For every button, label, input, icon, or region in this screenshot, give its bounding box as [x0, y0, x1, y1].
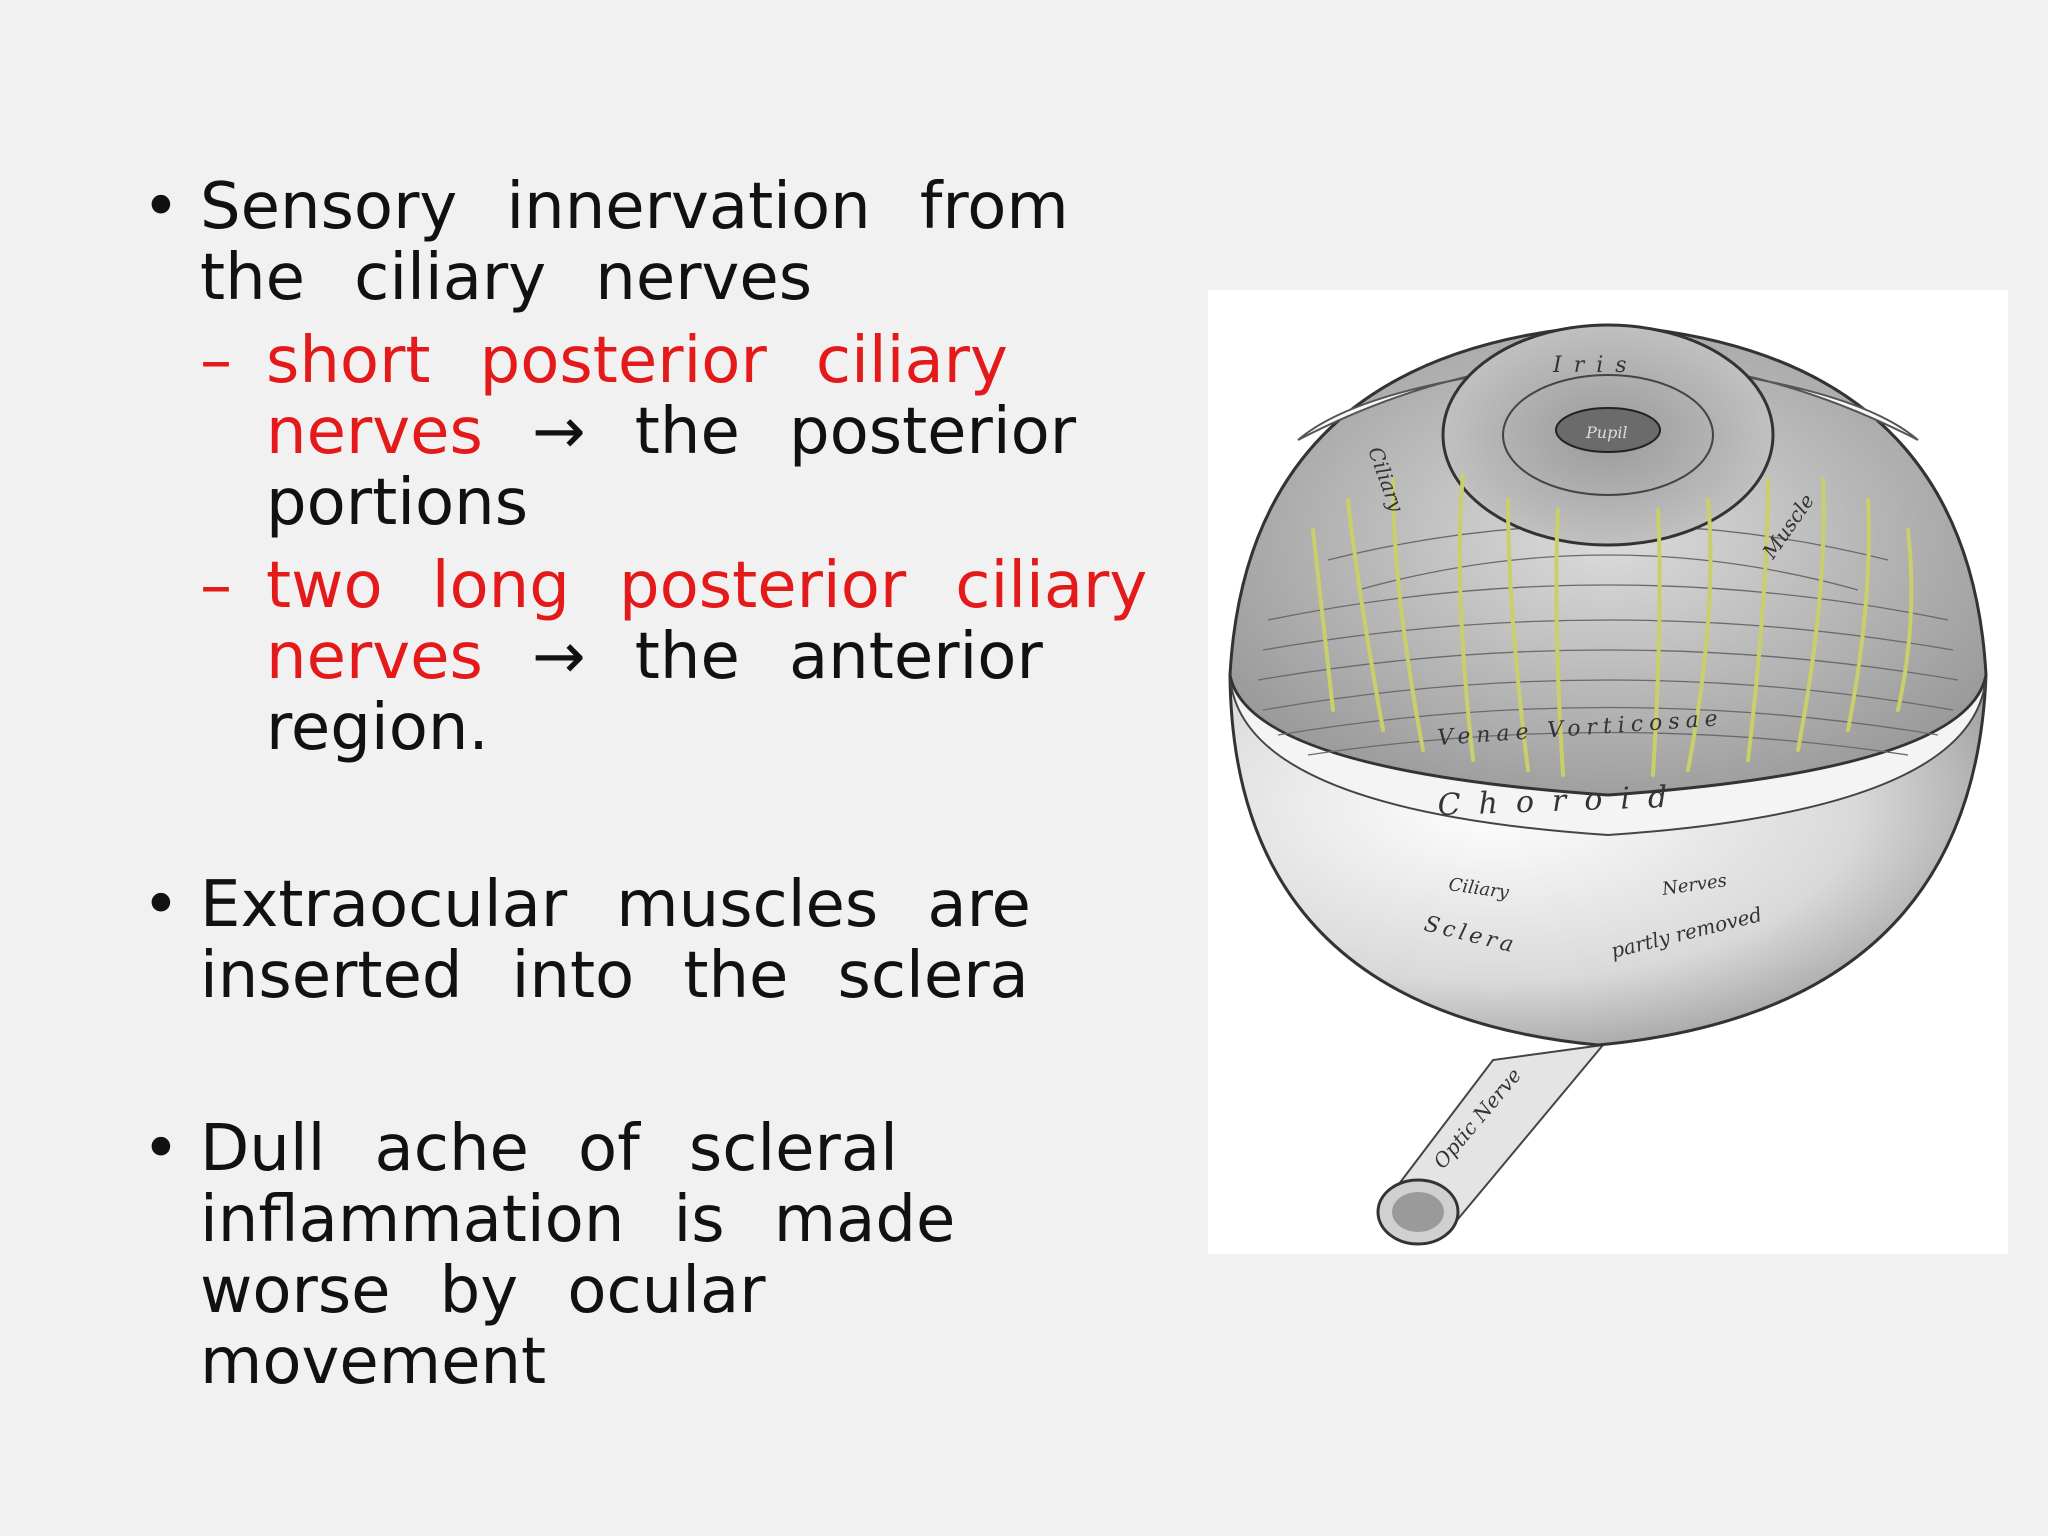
sub-bullet-long-posterior: – two long posterior ciliary nerves → th…: [130, 551, 1150, 764]
pupil-label: Pupil: [1585, 423, 1628, 442]
bullet-marker: •: [142, 868, 180, 942]
bullet-text: Dull ache of scleral inflammation is mad…: [200, 1112, 956, 1399]
sub-bullet-highlight: two long posterior ciliary nerves: [266, 549, 1148, 694]
slide-text: • Sensory innervation from the ciliary n…: [130, 172, 1150, 1398]
eyeball-illustration: Optic Nerve Pupil I: [1208, 290, 2008, 1254]
bullet-sensory-innervation: • Sensory innervation from the ciliary n…: [130, 172, 1150, 314]
bullet-text: Sensory innervation from the ciliary ner…: [200, 170, 1069, 315]
bullet-marker: •: [142, 170, 180, 244]
eyeball-drawing: Optic Nerve Pupil I: [1228, 323, 1988, 1246]
dash-marker: –: [200, 549, 232, 623]
bullet-extraocular-muscles: • Extraocular muscles are inserted into …: [130, 870, 1150, 1012]
arrow-icon: →: [532, 620, 586, 694]
sub-bullet-short-posterior: – short posterior ciliary nerves → the p…: [130, 326, 1150, 539]
iris: Pupil Iris: [1441, 323, 1775, 547]
sub-bullet-text: the posterior portions: [266, 395, 1077, 540]
choroid-label: Choroid: [1437, 779, 1686, 823]
ciliary-nerves: [1311, 473, 1914, 777]
sub-bullet-highlight: short posterior ciliary nerves: [266, 324, 1008, 469]
optic-nerve: Optic Nerve: [1376, 1043, 1606, 1246]
sub-bullet-text: the anterior region.: [266, 620, 1043, 765]
bullet-dull-ache: • Dull ache of scleral inflammation is m…: [130, 1114, 1150, 1398]
globe-upper: [1228, 323, 1988, 797]
arrow-icon: →: [532, 395, 586, 469]
dash-marker: –: [200, 324, 232, 398]
bullet-text: Extraocular muscles are inserted into th…: [200, 868, 1031, 1013]
bullet-marker: •: [142, 1112, 180, 1186]
pupil: [1555, 407, 1661, 453]
iris-label: Iris: [1552, 353, 1639, 378]
